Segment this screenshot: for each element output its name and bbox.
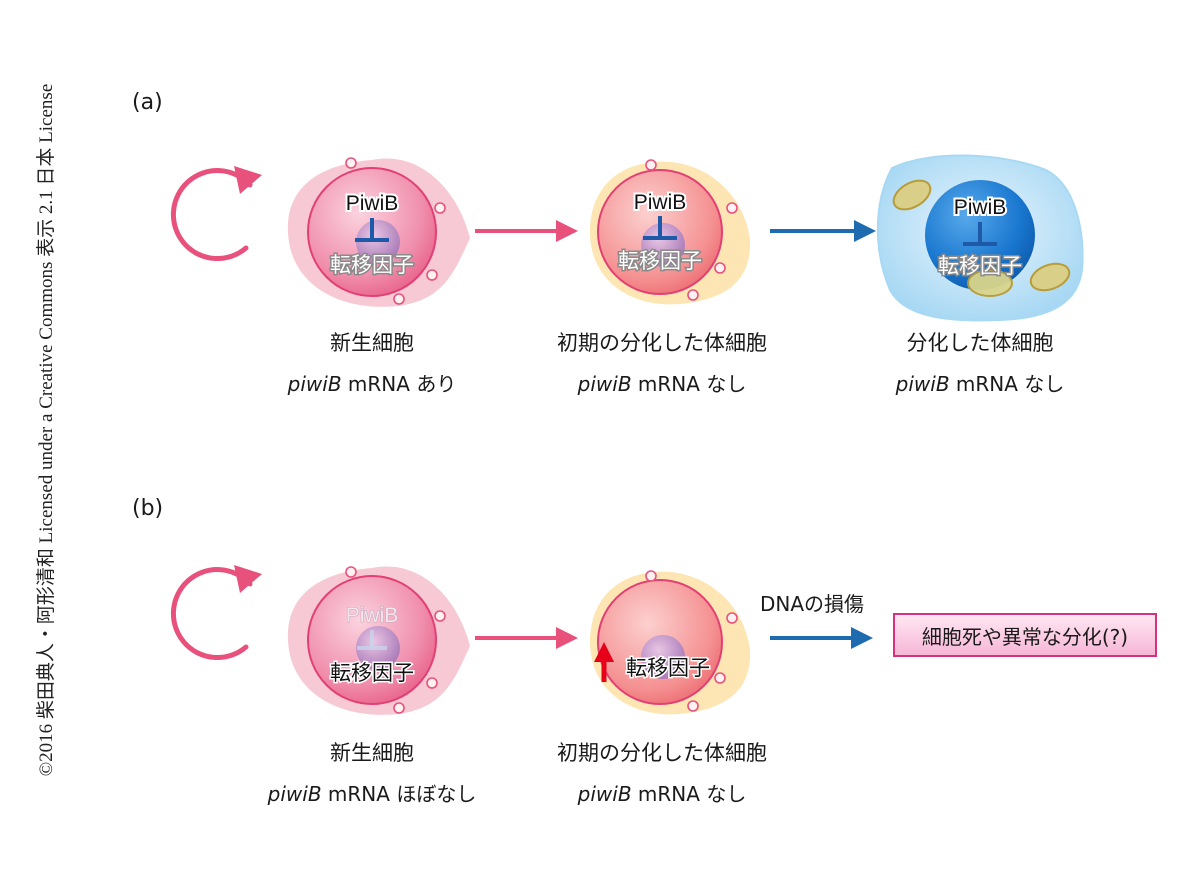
panel-label-a: (a) <box>132 90 163 115</box>
mrna-status-a1: piwiB mRNA あり <box>288 368 457 397</box>
gene-name: piwiB <box>577 372 632 396</box>
early-differentiated-cell-a <box>590 159 751 305</box>
piwib-protein-a1: PiwiB <box>346 192 399 215</box>
mrna-presence: ほぼなし <box>396 782 477 806</box>
caption-differentiated-a: 分化した体細胞 <box>906 331 1054 355</box>
mrna-status-b2: piwiB mRNA なし <box>578 778 747 807</box>
mrna-word: mRNA <box>955 372 1018 396</box>
mrna-word: mRNA <box>637 372 700 396</box>
neoblast-cell-a <box>287 157 470 307</box>
upregulation-arrow-b2 <box>594 642 614 682</box>
neoblast-cell-b <box>287 566 470 715</box>
dna-damage-label: DNAの損傷 <box>760 592 865 616</box>
mrna-status-b1: piwiB mRNA ほぼなし <box>268 778 477 807</box>
mrna-presence: なし <box>1024 372 1065 396</box>
mrna-presence: あり <box>416 372 457 396</box>
inhibition-bar-a2 <box>643 216 677 240</box>
caption-neoblast-a: 新生細胞 <box>330 331 414 355</box>
caption-neoblast-b: 新生細胞 <box>330 741 414 765</box>
self-renewal-arrow-b <box>170 565 262 661</box>
early-differentiated-cell-b <box>590 570 751 715</box>
gene-name: piwiB <box>577 782 632 806</box>
transposon-label-b1: 転移因子 <box>330 661 414 685</box>
piwib-protein-a3: PiwiB <box>954 196 1007 219</box>
mrna-word: mRNA <box>347 372 410 396</box>
mrna-status-a3: piwiB mRNA なし <box>896 368 1065 397</box>
panel-label-b: (b) <box>132 496 164 521</box>
weak-inhibition-bar-b1 <box>357 630 387 650</box>
arrow-neoblast-to-early-a <box>475 220 578 242</box>
mrna-presence: なし <box>706 782 747 806</box>
arrow-neoblast-to-early-b <box>475 627 578 649</box>
gene-name: piwiB <box>267 782 322 806</box>
arrow-to-dna-damage-b <box>770 627 873 649</box>
gene-name: piwiB <box>287 372 342 396</box>
inhibition-bar-a3 <box>963 222 997 246</box>
arrow-early-to-differentiated-a <box>770 220 876 242</box>
transposon-label-a3: 転移因子 <box>938 254 1022 278</box>
transposon-label-b2: 転移因子 <box>626 656 710 680</box>
caption-early-differentiated-a: 初期の分化した体細胞 <box>557 331 767 355</box>
mrna-word: mRNA <box>327 782 390 806</box>
gene-name: piwiB <box>895 372 950 396</box>
copyright-credit: ©2016 柴田典人・阿形清和 Licensed under a Creativ… <box>36 83 57 777</box>
outcome-box: 細胞死や異常な分化(?) <box>893 613 1157 657</box>
mrna-status-a2: piwiB mRNA なし <box>578 368 747 397</box>
piwib-protein-faded-b1: PiwiB <box>346 604 399 627</box>
piwib-protein-a2: PiwiB <box>634 191 687 214</box>
transposon-label-a1: 転移因子 <box>330 253 414 277</box>
inhibition-bar-a1 <box>355 218 389 242</box>
transposon-label-a2: 転移因子 <box>618 249 702 273</box>
self-renewal-arrow-a <box>170 166 262 262</box>
caption-early-differentiated-b: 初期の分化した体細胞 <box>557 741 767 765</box>
mrna-word: mRNA <box>637 782 700 806</box>
mrna-presence: なし <box>706 372 747 396</box>
